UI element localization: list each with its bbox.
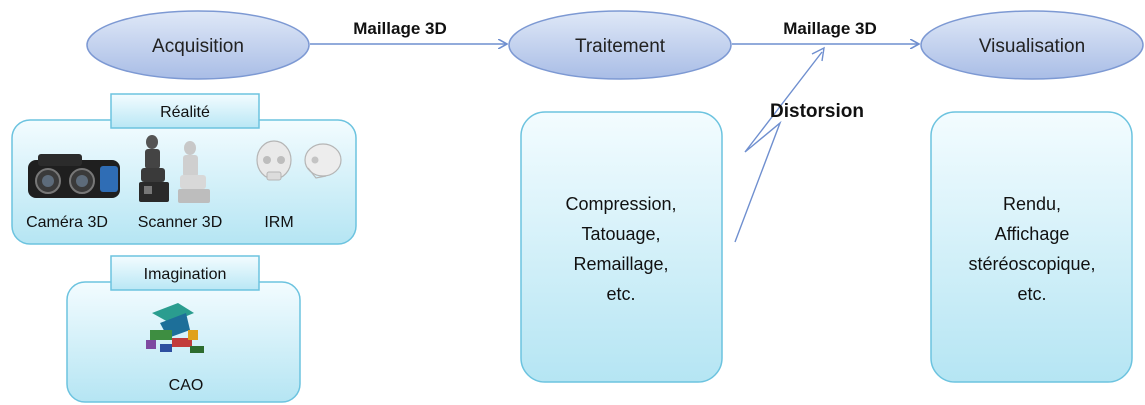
- caption-scanner-3d: Scanner 3D: [138, 214, 223, 231]
- caption-irm: IRM: [264, 214, 293, 231]
- distortion-label: Distorsion: [770, 101, 864, 122]
- edge-label-maillage-2: Maillage 3D: [783, 19, 877, 38]
- caption-cao: CAO: [169, 377, 204, 394]
- node-traitement-label: Traitement: [575, 36, 666, 57]
- node-traitement: Traitement: [508, 10, 732, 80]
- node-acquisition-label: Acquisition: [152, 36, 244, 57]
- edge-label-maillage-1: Maillage 3D: [353, 19, 447, 38]
- processing-line-2: Tatouage,: [581, 224, 660, 244]
- node-acquisition: Acquisition: [86, 10, 310, 80]
- node-visualisation-label: Visualisation: [979, 36, 1085, 57]
- processing-box: Compression, Tatouage, Remaillage, etc.: [520, 111, 723, 383]
- imagination-tab: Imagination: [110, 255, 260, 291]
- skull-icon: [256, 140, 342, 181]
- statue-scan-icon: [139, 135, 210, 203]
- visualisation-line-2: Affichage: [995, 224, 1070, 244]
- caption-camera-3d: Caméra 3D: [26, 214, 108, 231]
- processing-line-4: etc.: [606, 284, 635, 304]
- reality-tab: Réalité: [110, 93, 260, 129]
- processing-line-3: Remaillage,: [573, 254, 668, 274]
- processing-line-1: Compression,: [565, 194, 676, 214]
- visualisation-box: Rendu, Affichage stéréoscopique, etc.: [930, 111, 1133, 383]
- distortion-arrow: [734, 46, 825, 243]
- camera-3d-icon: [28, 154, 120, 198]
- visualisation-line-4: etc.: [1017, 284, 1046, 304]
- visualisation-line-3: stéréoscopique,: [968, 254, 1095, 274]
- reality-tab-label: Réalité: [160, 104, 210, 121]
- node-visualisation: Visualisation: [920, 10, 1144, 80]
- cad-model-icon: [146, 303, 204, 353]
- visualisation-line-1: Rendu,: [1003, 194, 1061, 214]
- imagination-tab-label: Imagination: [144, 266, 227, 283]
